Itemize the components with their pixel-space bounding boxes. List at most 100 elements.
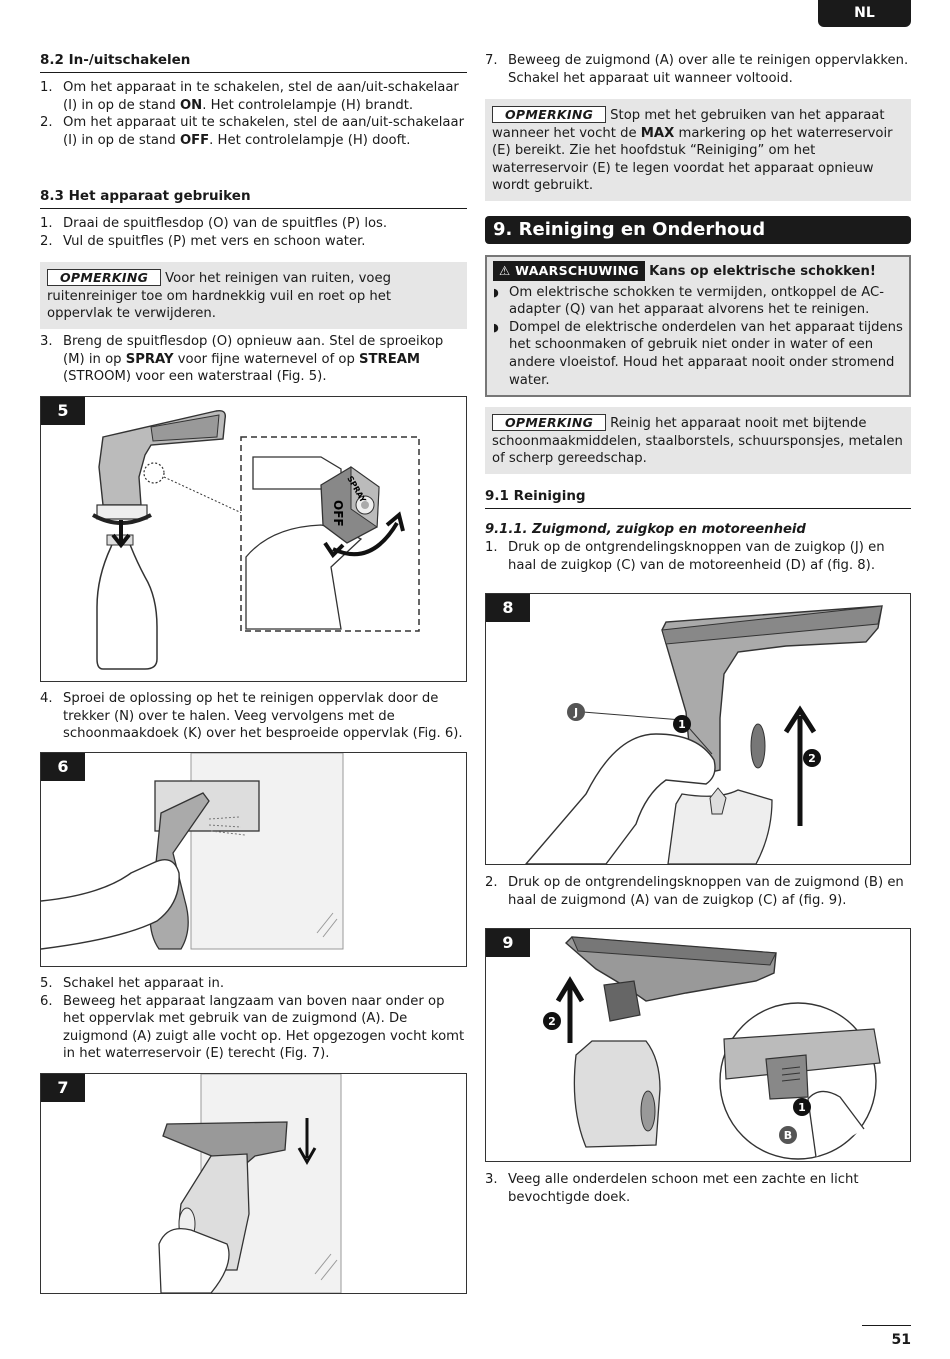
bullet-icon: ◗ [493, 285, 499, 299]
warning-item: ◗ Om elektrische schokken te vermijden, o… [493, 284, 903, 319]
list-item: 1. Om het apparaat in te schakelen, stel… [40, 79, 467, 114]
subsection-title: 9.1.1. Zuigmond, zuigkop en motoreenheid [485, 522, 806, 537]
callout-j: J [573, 706, 578, 719]
step-number: 7. [485, 53, 498, 68]
warning-tag: ⚠ WAARSCHUWING [493, 261, 645, 281]
page-number: 51 [862, 1325, 911, 1350]
step-text: voor fijne waternevel of op [173, 351, 360, 367]
callout-1: 1 [798, 1101, 806, 1114]
warning-item: ◗ Dompel de elektrische onderdelen van he… [493, 319, 903, 389]
step-text: Sproei de oplossing op het te reinigen o… [63, 691, 463, 742]
note-tag: OPMERKING [47, 269, 162, 286]
figure-6: 6 [40, 752, 467, 967]
warning-box: ⚠ WAARSCHUWING Kans op elektrische schok… [485, 255, 911, 398]
section-8-3-heading: 8.3 Het apparaat gebruiken [40, 188, 467, 209]
list-item: 2. Om het apparaat uit te schakelen, ste… [40, 114, 467, 149]
list-item: 6. Beweeg het apparaat langzaam van boven… [40, 993, 467, 1063]
step-4: 4. Sproei de oplossing op het te reinigen… [40, 690, 467, 743]
list-item: 5. Schakel het apparaat in. [40, 975, 467, 993]
section-9-1-1-heading: 9.1.1. Zuigmond, zuigkop en motoreenheid [485, 521, 911, 539]
note-bold: MAX [640, 125, 675, 141]
step-text: (STROOM) voor een waterstraal (Fig. 5). [63, 369, 327, 385]
figure-5-illustration: SPRAY OFF [92, 409, 420, 670]
step-text: Draai de spuitflesdop (O) van de spuitfl… [63, 216, 388, 231]
figure-7-number: 7 [41, 1074, 85, 1102]
step-bold: SPRAY [125, 351, 174, 367]
step-text: . Het controlelampje (H) dooft. [209, 132, 411, 148]
warning-header: ⚠ WAARSCHUWING Kans op elektrische schok… [493, 261, 903, 281]
off-label: OFF [331, 500, 345, 527]
section-8-2-heading: 8.2 In-/uitschakelen [40, 52, 467, 73]
language-tab: NL [818, 0, 911, 27]
figure-5-number: 5 [41, 397, 85, 425]
step-number: 3. [485, 1172, 498, 1187]
figure-9: 2 1 B 9 [485, 928, 911, 1162]
bullet-icon: ◗ [493, 320, 499, 334]
step-text: Vul de spuitfles (P) met vers en schoon … [63, 233, 366, 249]
r-step-3: 3.Veeg alle onderdelen schoon met een za… [485, 1171, 911, 1206]
list-item: 2. Druk op de ontgrendelingsknoppen van d… [485, 874, 911, 909]
list-item: 1. Draai de spuitflesdop (O) van de spuit… [40, 215, 467, 233]
step-text: Om het apparaat in te schakelen, stel de… [63, 80, 459, 113]
note-text: Voor het reinigen van ruiten, voeg ruite… [47, 271, 392, 322]
step-text: Druk op de ontgrendelingsknoppen van de … [508, 540, 885, 573]
step-7: 7. Beweeg de zuigmond (A) over alle te re… [485, 52, 911, 87]
step-number: 3. [40, 334, 53, 349]
step-number: 1. [485, 540, 498, 555]
figure-8: J 1 2 8 [485, 593, 911, 865]
warning-text: Om elektrische schokken te vermijden, on… [509, 284, 884, 318]
note-text: markering op het waterreservoir (E) bere… [492, 125, 893, 194]
section-8-3-steps: 1. Draai de spuitflesdop (O) van de spuit… [40, 215, 467, 250]
list-item: 1. Druk op de ontgrendelingsknoppen van d… [485, 539, 911, 574]
figure-8-number: 8 [486, 594, 530, 622]
step-number: 2. [40, 115, 53, 131]
step-number: 5. [40, 976, 53, 991]
step-bold: OFF [179, 132, 210, 148]
note-text: Reinig het apparaat nooit met bijtende s… [492, 416, 903, 467]
callout-2: 2 [808, 752, 816, 765]
list-item: 3. Breng de spuitflesdop (O) opnieuw aan… [40, 333, 467, 386]
step-text: Om het apparaat uit te schakelen, stel d… [63, 115, 465, 148]
step-number: 1. [40, 216, 53, 231]
step-3: 3. Breng de spuitflesdop (O) opnieuw aan… [40, 333, 467, 386]
list-item: 4. Sproei de oplossing op het te reinigen… [40, 690, 467, 743]
list-item: 3.Veeg alle onderdelen schoon met een za… [485, 1171, 911, 1206]
step-text: Beweeg de zuigmond (A) over alle te rein… [508, 53, 909, 86]
warning-title: Kans op elektrische schokken! [649, 264, 876, 279]
section-9-heading: 9. Reiniging en Onderhoud [485, 216, 911, 244]
warning-tag-text: WAARSCHUWING [515, 263, 639, 278]
figure-7-illustration [158, 1074, 342, 1293]
callout-b: B [784, 1129, 792, 1142]
step-text: Schakel het apparaat in. [63, 976, 225, 991]
step-text: Druk op de ontgrendelingsknoppen van de … [508, 875, 904, 908]
step-number: 2. [40, 233, 53, 249]
note-text: Stop met het gebruiken van het apparaat … [492, 108, 885, 141]
warning-text: Dompel de elektrische onderdelen van het… [509, 319, 903, 388]
figure-9-number: 9 [486, 929, 530, 957]
warning-triangle-icon: ⚠ [499, 263, 511, 278]
note-tag: OPMERKING [492, 414, 607, 431]
step-text: Beweeg het apparaat langzaam van boven n… [63, 993, 465, 1062]
step-number: 6. [40, 993, 53, 1009]
figure-7: 7 [40, 1073, 467, 1294]
steps-5-6: 5. Schakel het apparaat in. 6. Beweeg het … [40, 975, 467, 1063]
step-bold: ON [179, 97, 203, 113]
section-9-1-heading: 9.1 Reiniging [485, 488, 911, 509]
step-bold: STREAM [359, 351, 421, 367]
figure-5: SPRAY OFF 5 [40, 396, 467, 682]
step-number: 1. [40, 80, 53, 95]
step-number: 4. [40, 691, 53, 706]
callout-1: 1 [678, 718, 686, 731]
r-step-1: 1. Druk op de ontgrendelingsknoppen van d… [485, 539, 911, 574]
step-text: . Het controlelampje (H) brandt. [202, 97, 414, 113]
figure-9-illustration: 2 1 B [543, 936, 881, 1160]
callout-2: 2 [548, 1015, 556, 1028]
step-number: 2. [485, 875, 498, 890]
list-item: 7. Beweeg de zuigmond (A) over alle te re… [485, 52, 911, 87]
list-item: 2. Vul de spuitfles (P) met vers en schoo… [40, 233, 467, 251]
figure-8-illustration: J 1 2 [525, 605, 883, 864]
figure-6-illustration [41, 753, 344, 950]
